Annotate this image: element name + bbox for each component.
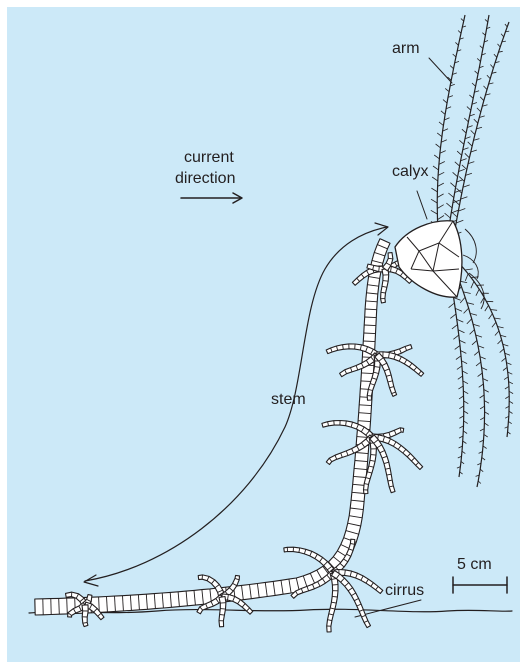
cirrus-label: cirrus bbox=[385, 581, 424, 600]
arm-label: arm bbox=[392, 39, 420, 58]
arm bbox=[431, 15, 466, 242]
stem-segments bbox=[35, 239, 390, 615]
cirri-whorl bbox=[322, 421, 423, 494]
cirrus bbox=[284, 547, 336, 575]
cirri-whorl bbox=[326, 344, 424, 400]
current-arrow-icon bbox=[181, 193, 242, 203]
arm-leader-line bbox=[429, 58, 452, 83]
calyx-label: calyx bbox=[392, 162, 428, 181]
scale-label: 5 cm bbox=[457, 555, 492, 574]
stem-extent-arrow-icon bbox=[84, 223, 388, 586]
current-label: current bbox=[184, 148, 234, 167]
arm bbox=[445, 269, 469, 477]
figure-frame: arm current direction calyx stem 5 cm ci… bbox=[7, 7, 520, 662]
calyx bbox=[395, 221, 484, 309]
arm bbox=[443, 15, 490, 243]
cirrus bbox=[381, 269, 389, 303]
arm bbox=[449, 22, 509, 247]
crinoid-illustration bbox=[7, 7, 520, 662]
calyx-leader-line bbox=[417, 191, 427, 219]
direction-label: direction bbox=[175, 169, 235, 188]
stem-label: stem bbox=[271, 390, 306, 409]
cirrus bbox=[82, 605, 88, 627]
cirrus bbox=[219, 597, 226, 627]
stem bbox=[35, 239, 390, 615]
scale-bar bbox=[453, 577, 507, 593]
